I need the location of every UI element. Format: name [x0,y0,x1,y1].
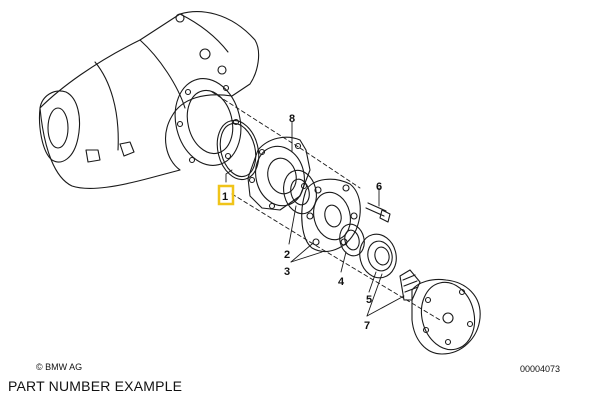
bearing-ring [283,169,317,215]
caption: PART NUMBER EXAMPLE [8,378,183,394]
callout-6: 6 [376,181,382,193]
leader-lines [225,121,405,317]
callout-1-highlight-box [217,184,235,206]
spacer-ring [339,223,365,257]
differential-housing [38,11,260,189]
callout-5: 5 [366,294,372,306]
copyright-notice: © BMW AG [36,362,83,372]
o-ring [216,119,260,181]
callout-8: 8 [289,113,295,125]
callout-4: 4 [338,276,345,288]
assembly-axis-lines [211,91,441,321]
callout-2: 2 [284,249,290,261]
callout-1: 1 [222,191,228,203]
cover-flange [247,136,311,211]
shaft-seal [359,233,397,279]
document-number: 00004073 [520,364,561,374]
callout-3: 3 [284,266,290,278]
hub-carrier [301,178,361,252]
callout-7: 7 [364,320,370,332]
output-flange [399,269,481,355]
bolt [365,202,391,223]
